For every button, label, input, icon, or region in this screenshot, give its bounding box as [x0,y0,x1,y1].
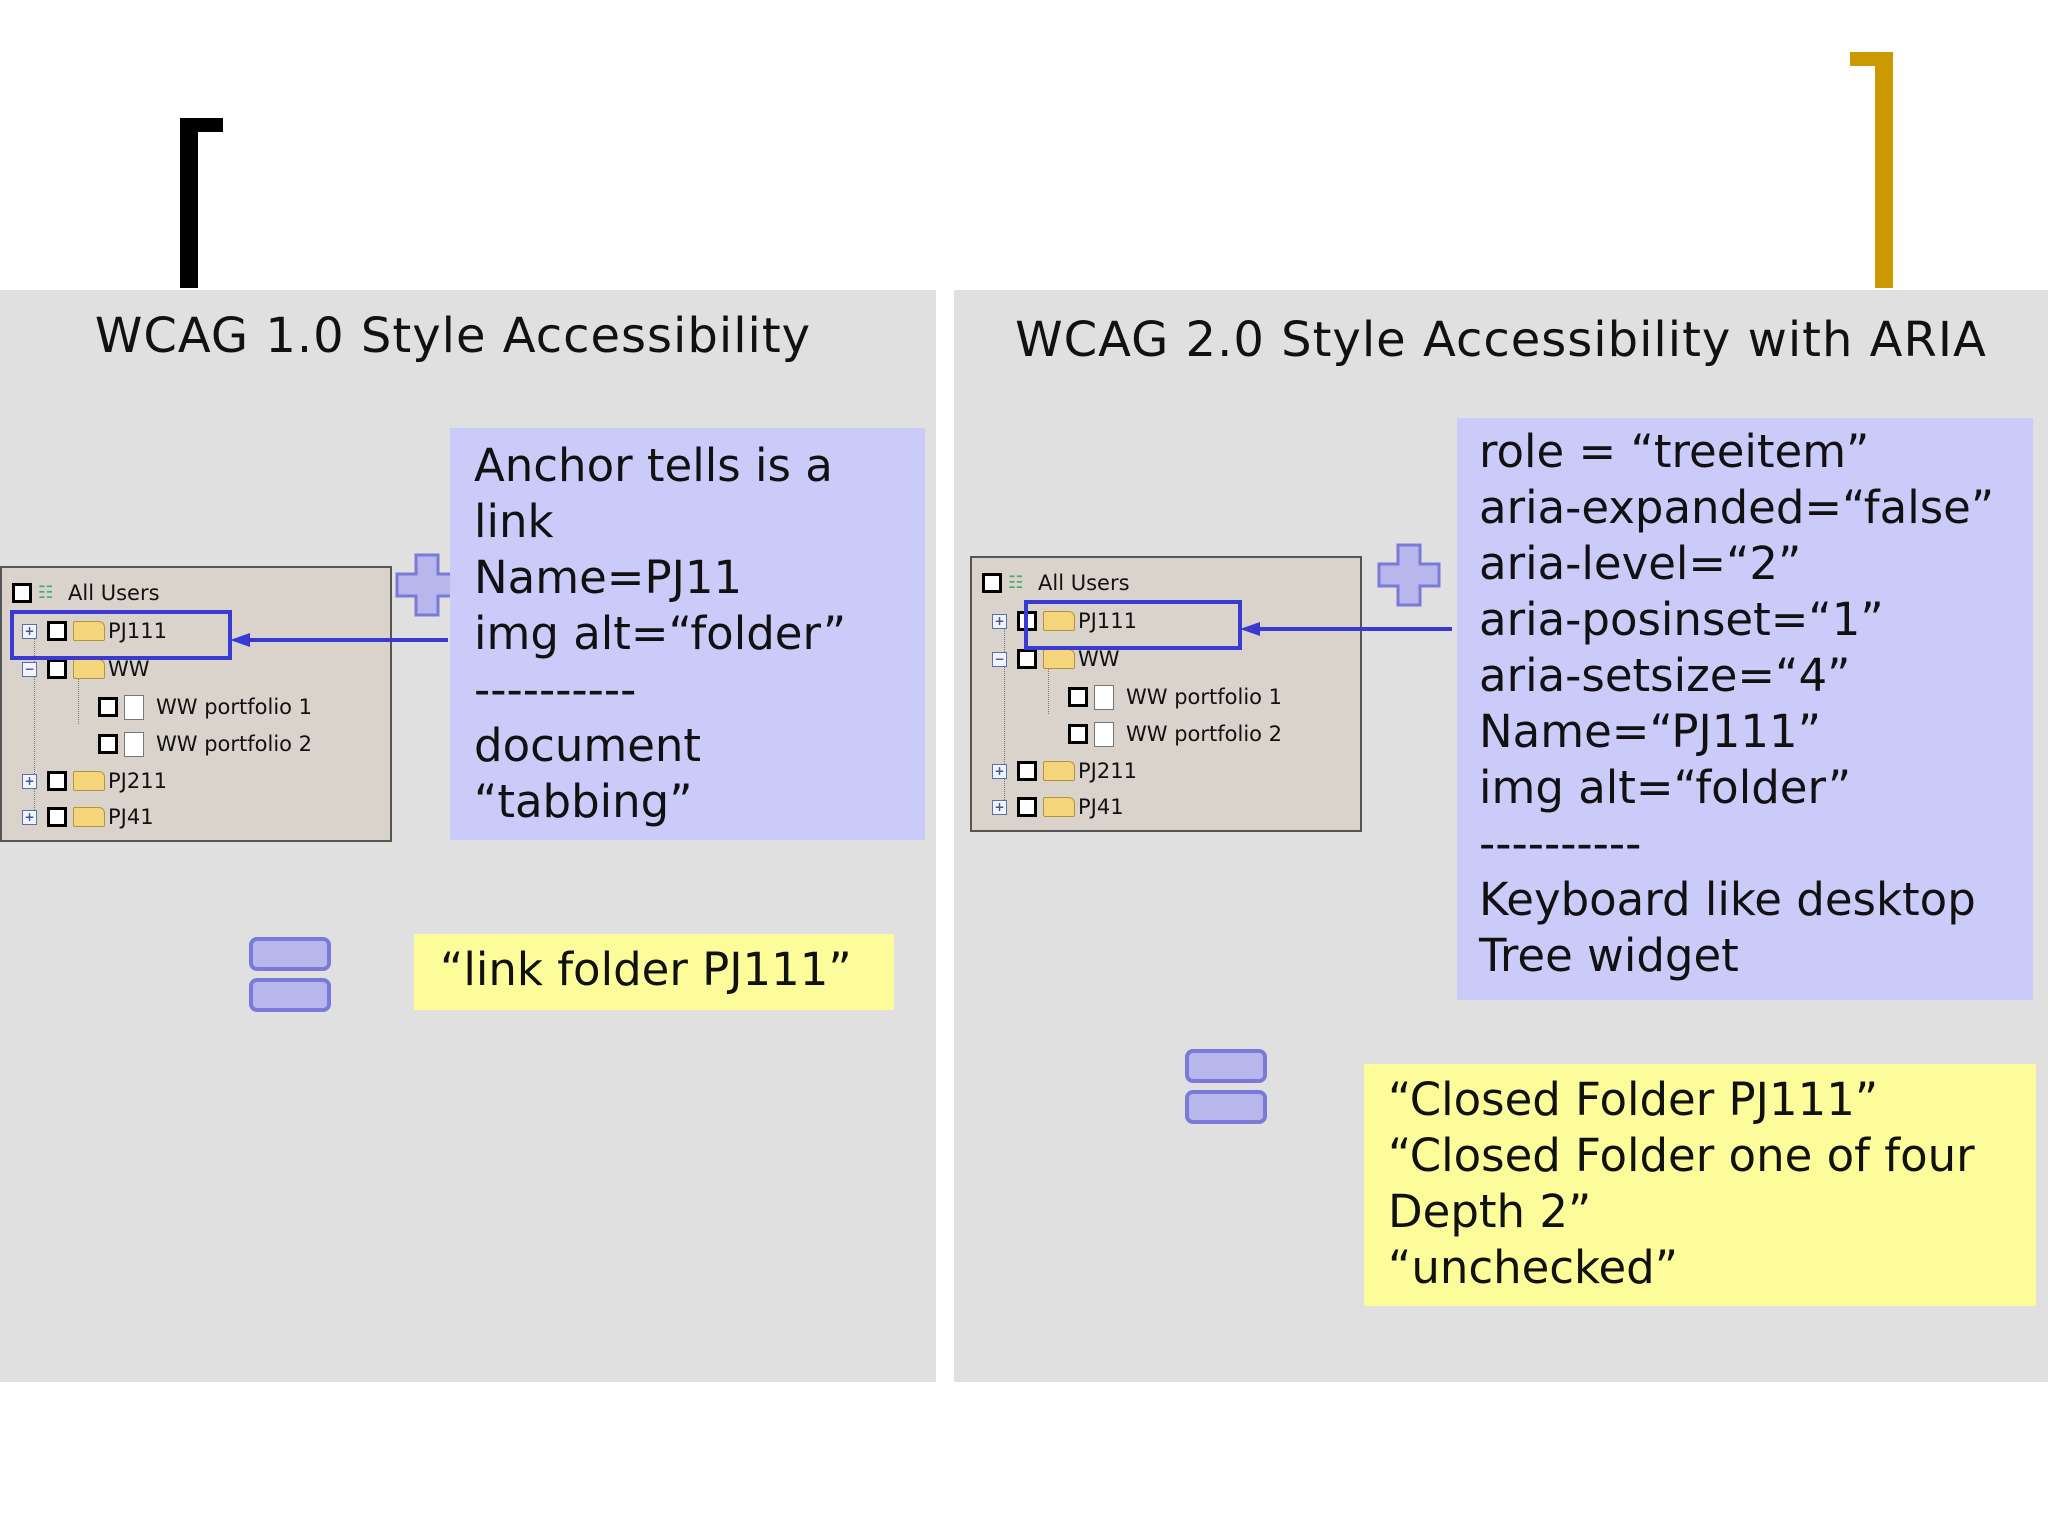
tree-widget: ☷ All Users + PJ111 − WW WW portfolio 1 … [0,566,392,842]
checkbox[interactable] [1017,797,1037,817]
folder-icon [1043,761,1075,781]
tree-item-label: WW [108,657,150,681]
checkbox[interactable] [982,573,1002,593]
plus-icon [395,553,459,617]
tree-item-label: WW portfolio 1 [156,695,313,719]
wcag1-panel: WCAG 1.0 Style Accessibility ☷ All Users… [0,290,936,1382]
tree-item-label: WW portfolio 2 [1126,722,1283,746]
tree-item-label: All Users [1038,571,1130,595]
tree-item-label: WW [1078,647,1120,671]
collapse-icon[interactable]: − [22,661,37,677]
panel-title: WCAG 1.0 Style Accessibility [94,308,812,364]
open-folder-icon [1043,649,1075,669]
tree-item-label: PJ111 [108,619,167,643]
users-icon: ☷ [1008,573,1024,593]
checkbox[interactable] [1017,761,1037,781]
expand-icon[interactable]: + [22,773,37,789]
folder-icon [1043,611,1075,631]
tree-root[interactable]: ☷ All Users [982,568,1130,598]
tree-item-label: PJ41 [1078,795,1124,819]
speech-output-box: “Closed Folder PJ111” “Closed Folder one… [1364,1064,2036,1306]
tree-item[interactable]: WW portfolio 2 [98,729,312,759]
tree-item[interactable]: + PJ211 [22,766,167,796]
open-folder-icon [73,659,105,679]
folder-icon [73,771,105,791]
tree-item-label: PJ41 [108,805,154,829]
checkbox[interactable] [47,621,67,641]
checkbox[interactable] [1068,724,1088,744]
focused-item-highlight [10,610,232,660]
checkbox[interactable] [1068,687,1088,707]
users-icon: ☷ [38,583,54,603]
tree-item[interactable]: WW portfolio 2 [1068,719,1282,749]
speech-output-box: “link folder PJ111” [414,934,894,1010]
expand-icon[interactable]: + [992,799,1007,815]
checkbox[interactable] [47,807,67,827]
checkbox[interactable] [98,734,118,754]
left-bracket-decoration [180,118,223,288]
tree-item-label: PJ211 [108,769,167,793]
attributes-note: Anchor tells is a link Name=PJ11 img alt… [450,428,925,840]
tree-item[interactable]: + PJ211 [992,756,1137,786]
checkbox[interactable] [47,771,67,791]
folder-icon [73,621,105,641]
tree-item-label: All Users [68,581,160,605]
checkbox[interactable] [47,659,67,679]
document-icon [124,694,144,720]
document-icon [1094,721,1114,747]
pointer-arrow [1240,622,1452,636]
tree-item[interactable]: − WW [992,644,1120,674]
folder-icon [1043,797,1075,817]
tree-item-label: PJ211 [1078,759,1137,783]
right-bracket-decoration [1850,52,1893,288]
checkbox[interactable] [12,583,32,603]
wcag2-aria-panel: WCAG 2.0 Style Accessibility with ARIA ☷… [954,290,2048,1382]
tree-item[interactable]: WW portfolio 1 [98,692,312,722]
tree-item[interactable]: WW portfolio 1 [1068,682,1282,712]
folder-icon [73,807,105,827]
checkbox[interactable] [98,697,118,717]
expand-icon[interactable]: + [22,623,37,639]
expand-icon[interactable]: + [22,809,37,825]
tree-item-label: WW portfolio 1 [1126,685,1283,709]
expand-icon[interactable]: + [992,613,1007,629]
focused-item-highlight [1024,600,1242,650]
tree-widget: ☷ All Users + PJ111 − WW WW portfolio 1 … [970,556,1362,832]
collapse-icon[interactable]: − [992,651,1007,667]
tree-item[interactable]: − WW [22,654,150,684]
document-icon [124,731,144,757]
panel-title: WCAG 2.0 Style Accessibility with ARIA [1015,312,1987,368]
tree-item[interactable]: + PJ41 [992,792,1124,822]
plus-icon [1377,543,1441,607]
attributes-note: role = “treeitem” aria-expanded=“false” … [1457,418,2033,1000]
tree-item-label: WW portfolio 2 [156,732,313,756]
tree-item-label: PJ111 [1078,609,1137,633]
equals-icon [1185,1049,1267,1124]
document-icon [1094,684,1114,710]
pointer-arrow [230,633,448,647]
expand-icon[interactable]: + [992,763,1007,779]
tree-root[interactable]: ☷ All Users [12,578,160,608]
tree-item[interactable]: + PJ111 [22,616,167,646]
checkbox[interactable] [1017,649,1037,669]
equals-icon [249,937,331,1012]
tree-item[interactable]: + PJ41 [22,802,154,832]
